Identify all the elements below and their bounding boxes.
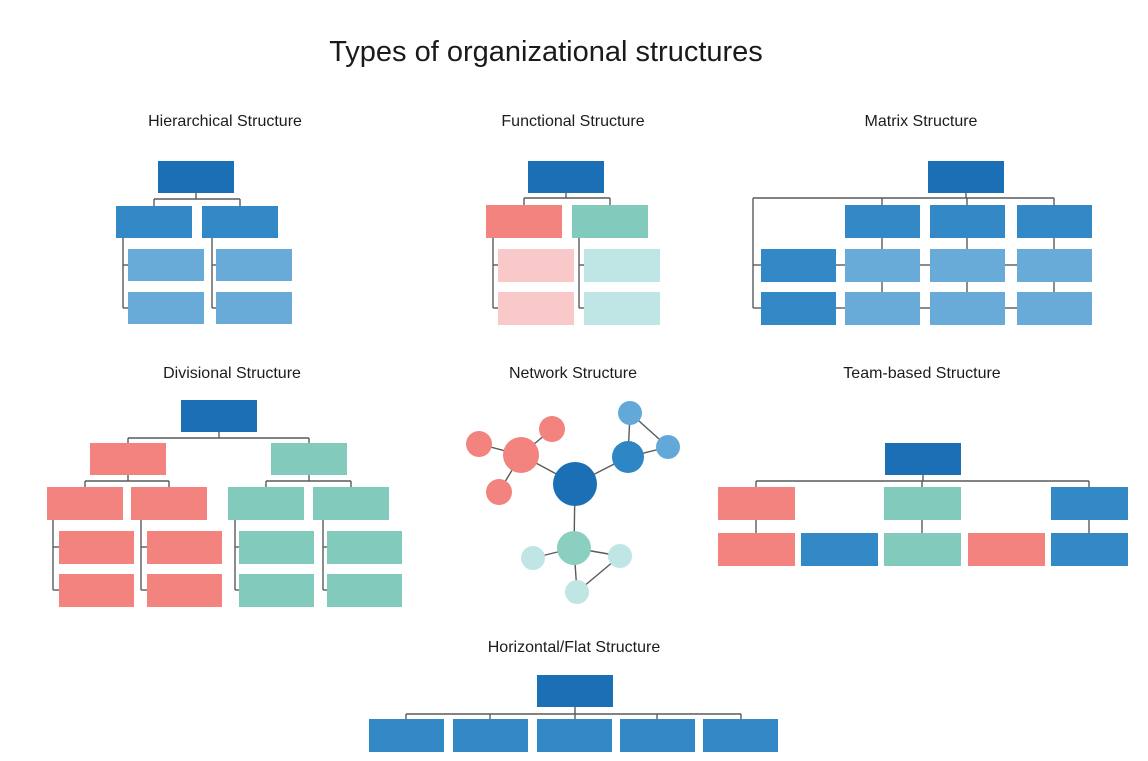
functional-diagram (486, 161, 660, 325)
org-box (845, 205, 920, 238)
org-box (486, 205, 562, 238)
org-box (271, 443, 347, 475)
org-box (1051, 487, 1128, 520)
org-box (884, 487, 961, 520)
org-box (620, 719, 695, 752)
network-node-hub (553, 462, 597, 506)
org-box (59, 574, 134, 607)
org-box (128, 292, 204, 324)
org-box (930, 249, 1005, 282)
org-box (228, 487, 304, 520)
org-box (761, 249, 836, 282)
org-box (930, 292, 1005, 325)
network-node-s-left (466, 431, 492, 457)
network-node-b-right (656, 435, 680, 459)
org-box (59, 531, 134, 564)
network-diagram (466, 401, 680, 604)
org-box (128, 249, 204, 281)
org-box (239, 531, 314, 564)
org-box (572, 205, 648, 238)
panel-label-matrix: Matrix Structure (864, 113, 978, 130)
org-box (1017, 292, 1092, 325)
org-box (47, 487, 123, 520)
panel-label-functional: Functional Structure (501, 113, 645, 130)
org-box (845, 249, 920, 282)
org-box (845, 292, 920, 325)
org-box (885, 443, 961, 475)
network-node-s-top (539, 416, 565, 442)
org-box (537, 719, 612, 752)
org-box (158, 161, 234, 193)
org-box (928, 161, 1004, 193)
org-box (498, 249, 574, 282)
org-box (131, 487, 207, 520)
org-box (147, 531, 222, 564)
org-box (584, 249, 660, 282)
org-box (202, 206, 278, 238)
org-box (90, 443, 166, 475)
org-box (216, 249, 292, 281)
hierarchical-diagram (116, 161, 292, 324)
network-node-s-bottom (486, 479, 512, 505)
panel-label-horizontal-flat: Horizontal/Flat Structure (487, 639, 661, 656)
network-node-b-top (618, 401, 642, 425)
org-box (453, 719, 528, 752)
org-box (537, 675, 613, 707)
panel-label-network: Network Structure (508, 365, 638, 382)
org-box (327, 574, 402, 607)
network-node-t-bottom (565, 580, 589, 604)
network-node-t-lead (557, 531, 591, 565)
org-box (313, 487, 389, 520)
network-node-s-lead (503, 437, 539, 473)
org-box (703, 719, 778, 752)
org-box (369, 719, 444, 752)
org-box (327, 531, 402, 564)
network-node-t-left (521, 546, 545, 570)
org-box (528, 161, 604, 193)
panel-label-hierarchical: Hierarchical Structure (148, 113, 302, 130)
divisional-diagram (47, 400, 402, 607)
org-box (718, 487, 795, 520)
team-based-diagram (718, 443, 1128, 566)
org-box (147, 574, 222, 607)
org-box (884, 533, 961, 566)
page-title: Types of organizational structures (329, 36, 763, 68)
org-box (498, 292, 574, 325)
org-box (930, 205, 1005, 238)
org-box (239, 574, 314, 607)
network-node-t-right (608, 544, 632, 568)
panel-label-team-based: Team-based Structure (843, 365, 1001, 382)
org-box (968, 533, 1045, 566)
org-box (801, 533, 878, 566)
org-box (216, 292, 292, 324)
org-box (1017, 249, 1092, 282)
org-box (584, 292, 660, 325)
org-box (1051, 533, 1128, 566)
matrix-diagram (752, 161, 1092, 325)
panel-label-divisional: Divisional Structure (163, 365, 301, 382)
network-node-b-lead (612, 441, 644, 473)
org-box (761, 292, 836, 325)
org-box (1017, 205, 1092, 238)
org-box (116, 206, 192, 238)
horizontal-flat-diagram (369, 675, 778, 752)
org-box (718, 533, 795, 566)
org-box (181, 400, 257, 432)
